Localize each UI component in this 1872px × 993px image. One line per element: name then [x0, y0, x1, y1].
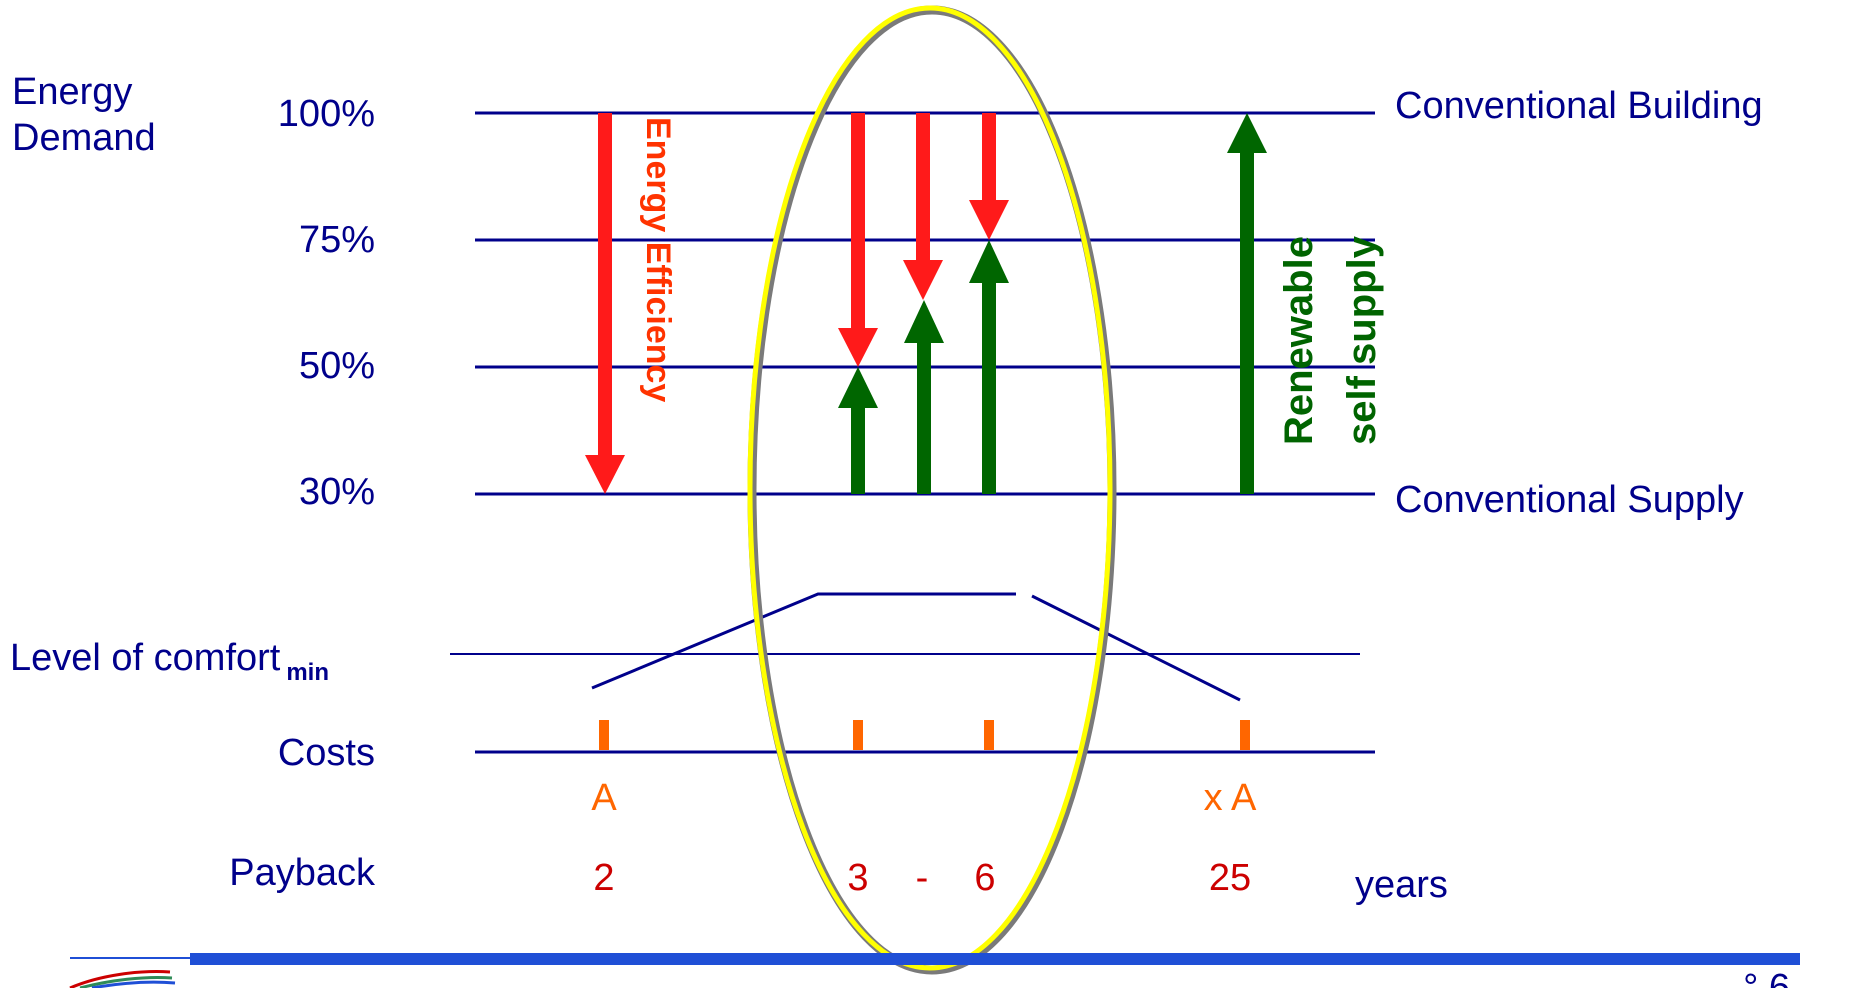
renewable-arrow — [1227, 113, 1267, 494]
level-label-50: 50% — [299, 345, 375, 387]
cost-tick — [984, 720, 994, 750]
payback-value-6: 6 — [974, 857, 995, 899]
payback-value-3: 3 — [847, 857, 868, 899]
page-number-fragment: ° 6 — [1743, 967, 1790, 988]
level-label-100: 100% — [278, 93, 375, 135]
middle-green-arrows — [838, 240, 1009, 494]
axis-title-line1: Energy — [12, 71, 132, 113]
payback-value-dash: - — [916, 857, 929, 899]
efficiency-arrow — [585, 113, 625, 494]
comfort-curve-left — [591, 592, 1016, 690]
payback-label: Payback — [229, 852, 376, 894]
conventional-building-label: Conventional Building — [1395, 85, 1763, 127]
middle-red-arrows — [838, 113, 1009, 367]
conventional-supply-label: Conventional Supply — [1395, 479, 1744, 521]
cost-mark-xa: x A — [1204, 777, 1257, 819]
highlight-ellipse — [747, 5, 1113, 971]
cost-tick — [853, 720, 863, 750]
renewable-label-line2: self supply — [1340, 235, 1384, 445]
cost-mark-a: A — [591, 777, 617, 819]
level-label-30: 30% — [299, 471, 375, 513]
costs-label: Costs — [278, 732, 375, 774]
energy-efficiency-label: Energy Efficiency — [639, 117, 677, 402]
level-label-75: 75% — [299, 219, 375, 261]
logo-swoosh-icon — [69, 970, 176, 990]
payback-unit: years — [1355, 864, 1448, 906]
cost-tick — [1240, 720, 1250, 750]
renewable-label-line1: Renewable — [1277, 236, 1321, 445]
payback-value-2: 2 — [593, 857, 614, 899]
comfort-label-subscript: min — [286, 659, 329, 686]
comfort-curve-right — [1031, 594, 1241, 702]
comfort-label-main: Level of comfort — [10, 637, 281, 679]
cost-ticks — [599, 720, 1250, 750]
footer-bar — [190, 953, 1800, 965]
cost-tick — [599, 720, 609, 750]
payback-value-25: 25 — [1209, 857, 1251, 899]
axis-title-line2: Demand — [12, 117, 156, 159]
